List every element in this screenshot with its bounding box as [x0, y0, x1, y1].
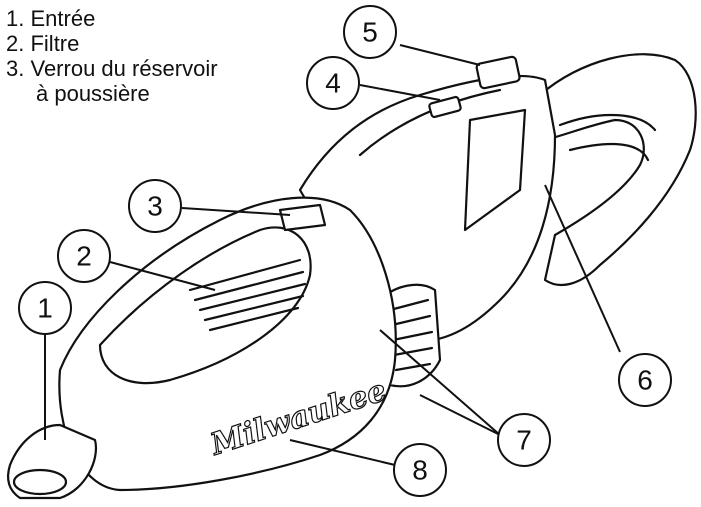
- callout-label-7: 7: [516, 425, 532, 456]
- callout-label-2: 2: [76, 241, 92, 272]
- legend-item-1: 1. Entrée: [6, 6, 218, 31]
- legend-item-3-cont: à poussière: [36, 81, 150, 106]
- callout-label-5: 5: [362, 17, 378, 48]
- leader-8: [289, 439, 396, 466]
- leader-4: [359, 84, 441, 101]
- legend-item-2: 2. Filtre: [6, 31, 218, 56]
- vent-slots: [388, 298, 434, 372]
- filter-pleats: [188, 258, 307, 332]
- legend-text-2: Filtre: [30, 31, 80, 56]
- leader-2: [109, 261, 216, 291]
- leader-5: [399, 44, 481, 66]
- callout-circle-3: [128, 179, 182, 233]
- callout-label-6: 6: [637, 365, 653, 396]
- callout-circle-7: [497, 413, 551, 467]
- callout-label-3: 3: [147, 191, 163, 222]
- filter-window: [98, 226, 312, 385]
- power-button-4: [428, 95, 462, 119]
- callout-circle-5: [343, 5, 397, 59]
- callout-circle-4: [306, 56, 360, 110]
- leader-6: [544, 184, 621, 353]
- legend-text-1: Entrée: [30, 6, 96, 31]
- legend-num-2: 2.: [6, 31, 25, 56]
- inlet-opening: [12, 468, 68, 496]
- legend-item-3: 3. Verrou du réservoir: [6, 56, 218, 81]
- callout-circle-1: [18, 281, 72, 335]
- release-button-5: [475, 55, 521, 90]
- callout-circle-6: [618, 353, 672, 407]
- handle: [538, 53, 697, 287]
- legend-num-3: 3.: [6, 56, 25, 81]
- callout-label-4: 4: [325, 68, 341, 99]
- callout-label-1: 1: [37, 293, 53, 324]
- parts-legend: 1. Entrée 2. Filtre 3. Verrou du réservo…: [6, 6, 218, 106]
- handle-grip: [558, 113, 657, 162]
- callout-circle-8: [393, 443, 447, 497]
- legend-num-1: 1.: [6, 6, 25, 31]
- callout-circle-2: [57, 229, 111, 283]
- callout-label-8: 8: [412, 455, 428, 486]
- legend-text-3: Verrou du réservoir: [30, 56, 218, 81]
- dust-cup-latch-3: [278, 203, 327, 232]
- motor-top-panel: [358, 88, 527, 232]
- leader-3: [181, 207, 291, 216]
- leader-7b: [419, 394, 501, 436]
- leader-7a: [379, 329, 501, 436]
